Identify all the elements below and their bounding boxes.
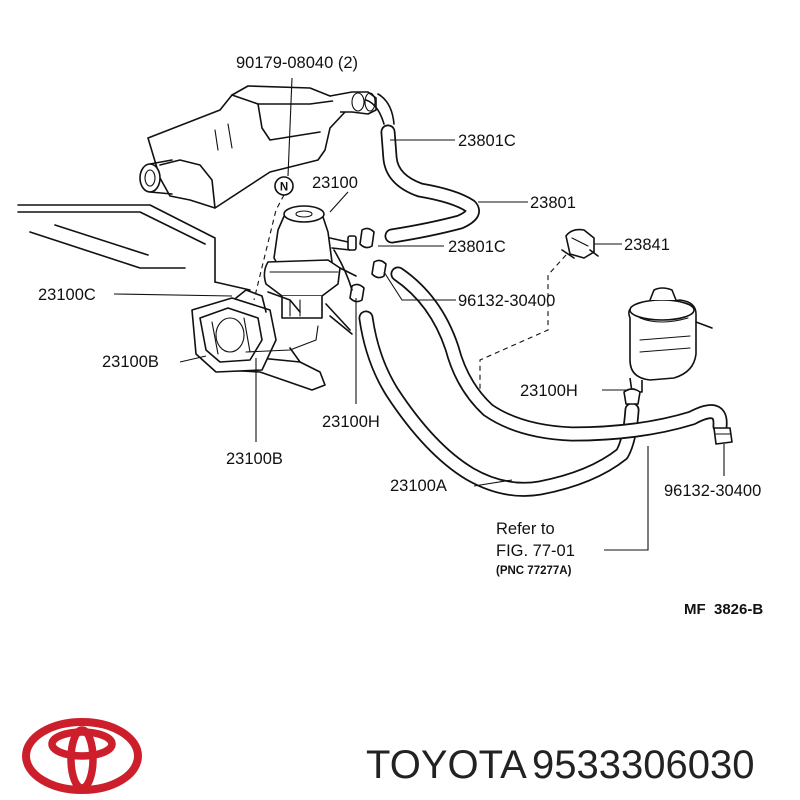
footer-brand: TOYOTA <box>366 743 527 787</box>
label-23100b-bottom: 23100B <box>226 450 283 468</box>
label-23801c-top: 23801C <box>458 132 516 150</box>
engine-block-drawing <box>17 85 377 391</box>
label-23801: 23801 <box>530 194 576 212</box>
toyota-logo-icon <box>22 718 142 794</box>
diagram-code: MF 3826-B <box>684 601 763 618</box>
reference-line-3: (PNC 77277A) <box>496 565 572 577</box>
part-labels: 90179-08040 (2) 23801C 23100 23801 23801… <box>38 54 761 500</box>
bracket-23100c-drawing <box>191 289 319 373</box>
label-23100h-right: 23100H <box>520 382 578 400</box>
label-23100b-left: 23100B <box>102 353 159 371</box>
label-96132-30400-right: 96132-30400 <box>664 482 761 500</box>
hose-23100a-main <box>358 310 640 497</box>
reference-note: Refer to FIG. 77-01 (PNC 77277A) <box>496 520 575 577</box>
label-90179-08040: 90179-08040 (2) <box>236 54 358 72</box>
clamp-23100h-drawing <box>623 388 641 405</box>
label-23801c-mid: 23801C <box>448 238 506 256</box>
clamp-right-drawing <box>713 427 733 445</box>
label-23100: 23100 <box>312 174 358 192</box>
n-marker-label: N <box>280 182 288 194</box>
reference-line-2: FIG. 77-01 <box>496 542 575 560</box>
label-96132-30400-mid: 96132-30400 <box>458 292 555 310</box>
footer-part-number: 9533306030 <box>532 743 754 787</box>
label-23100h-bottom: 23100H <box>322 413 380 431</box>
leader-lines <box>113 77 725 551</box>
hose-23801 <box>365 93 480 244</box>
label-23100c: 23100C <box>38 286 96 304</box>
n-marker: N <box>274 176 294 196</box>
label-23841: 23841 <box>624 236 670 254</box>
reference-line-1: Refer to <box>496 520 555 538</box>
hose-23100a-long <box>390 266 728 442</box>
canister-drawing <box>628 287 713 393</box>
clamp-23841-drawing <box>561 228 599 259</box>
label-23100a: 23100A <box>390 477 447 495</box>
